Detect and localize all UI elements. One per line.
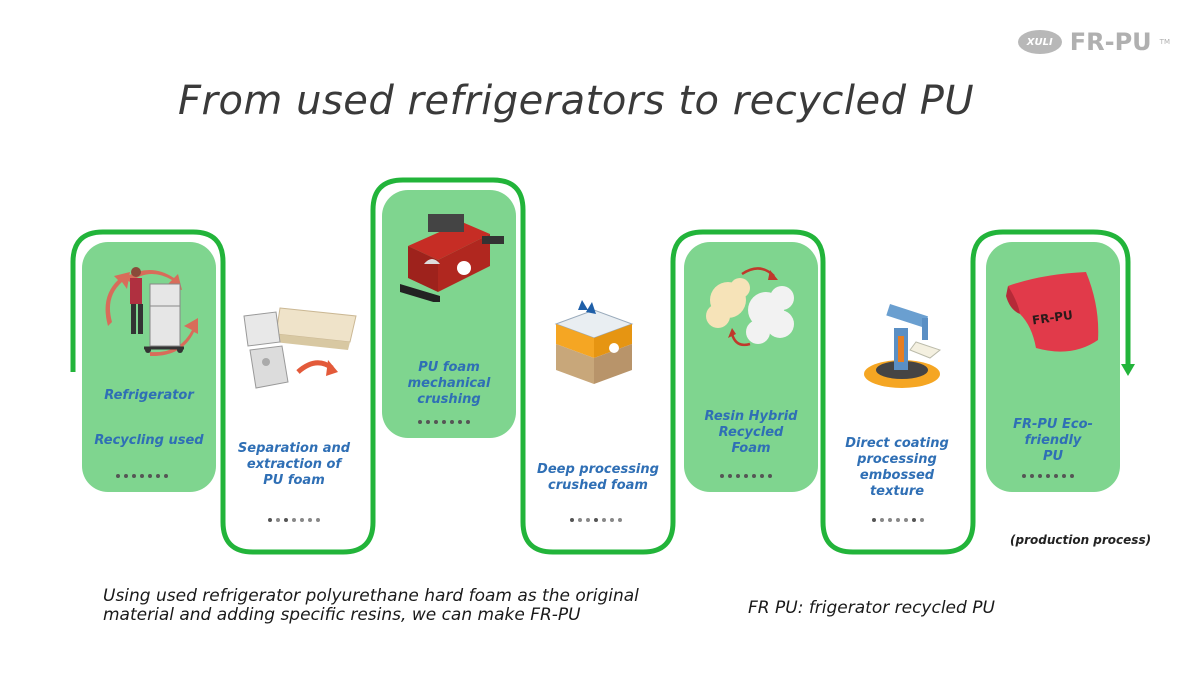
step-5-label: Resin Hybrid Recycled Foam xyxy=(684,409,818,457)
step-3-line-1: PU foam xyxy=(418,360,480,375)
note-line-1: Using used refrigerator polyurethane har… xyxy=(103,586,639,606)
step-6-label: Direct coating processing embossed textu… xyxy=(826,436,968,500)
step-3-line-2: mechanical xyxy=(407,376,491,391)
fr-pu-sheet-icon: FR-PU xyxy=(1006,272,1099,352)
refrigerator-recycling-icon xyxy=(105,267,198,357)
step-1-line-1: Refrigerator xyxy=(104,388,194,403)
step-6-line-1: Direct coating xyxy=(845,436,949,451)
step-6-line-3: texture xyxy=(869,484,925,499)
step-2-line-3: PU foam xyxy=(263,473,325,488)
sheet-label: FR-PU xyxy=(1031,308,1074,328)
step-7-line-3: PU xyxy=(1042,449,1064,464)
step-3-dots xyxy=(418,420,470,424)
step-3-label: PU foam mechanical crushing xyxy=(382,360,516,408)
production-process-label: (production process) xyxy=(1010,533,1152,547)
step-4-line-1: Deep processing xyxy=(537,462,659,477)
step-4-dots xyxy=(570,518,622,522)
step-7-label: FR-PU Eco- friendly PU xyxy=(986,417,1120,465)
fr-pu-logo-text: FR-PU xyxy=(1069,28,1152,56)
fr-pu-definition: FR PU: frigerator recycled PU xyxy=(748,598,995,618)
trademark-mark: TM xyxy=(1159,38,1170,46)
step-6-line-2: processing embossed xyxy=(857,452,937,483)
step-7-line-2: friendly xyxy=(1024,433,1082,448)
step-5-dots xyxy=(720,474,772,478)
step-7-dots xyxy=(1022,474,1074,478)
resin-hybrid-foam-icon xyxy=(706,267,794,347)
step-1-label: Refrigerator Recycling used xyxy=(86,388,212,449)
step-2-line-1: Separation and xyxy=(237,441,351,456)
step-5-line-2: Recycled xyxy=(718,425,784,440)
page-title: From used refrigerators to recycled PU xyxy=(178,78,975,124)
step-4-line-2: crushed foam xyxy=(548,478,648,493)
description-note: Using used refrigerator polyurethane har… xyxy=(103,587,703,625)
step-card-1 xyxy=(82,242,216,492)
step-6-dots xyxy=(872,518,924,522)
step-2-dots xyxy=(268,518,320,522)
brand-logo: XULI FR-PU TM xyxy=(1017,28,1170,56)
step-1-dots xyxy=(116,474,168,478)
crusher-machine-icon xyxy=(400,214,504,302)
step-7-line-1: FR-PU Eco- xyxy=(1013,417,1093,432)
step-card-5 xyxy=(684,242,818,492)
note-line-2: material and adding specific resins, we … xyxy=(103,605,581,625)
step-5-line-1: Resin Hybrid xyxy=(704,409,798,424)
step-4-label: Deep processing crushed foam xyxy=(530,462,666,494)
step-2-line-2: extraction of xyxy=(246,457,342,472)
step-1-line-2: Recycling used xyxy=(94,433,204,448)
xuli-logo-badge: XULI xyxy=(1017,30,1062,54)
coating-robot-arm-icon xyxy=(864,303,942,388)
foam-processing-box-icon xyxy=(554,300,634,384)
step-3-line-3: crushing xyxy=(417,392,481,407)
step-2-label: Separation and extraction of PU foam xyxy=(226,441,362,489)
foam-separation-icon xyxy=(243,307,357,389)
step-5-line-3: Foam xyxy=(731,441,771,456)
